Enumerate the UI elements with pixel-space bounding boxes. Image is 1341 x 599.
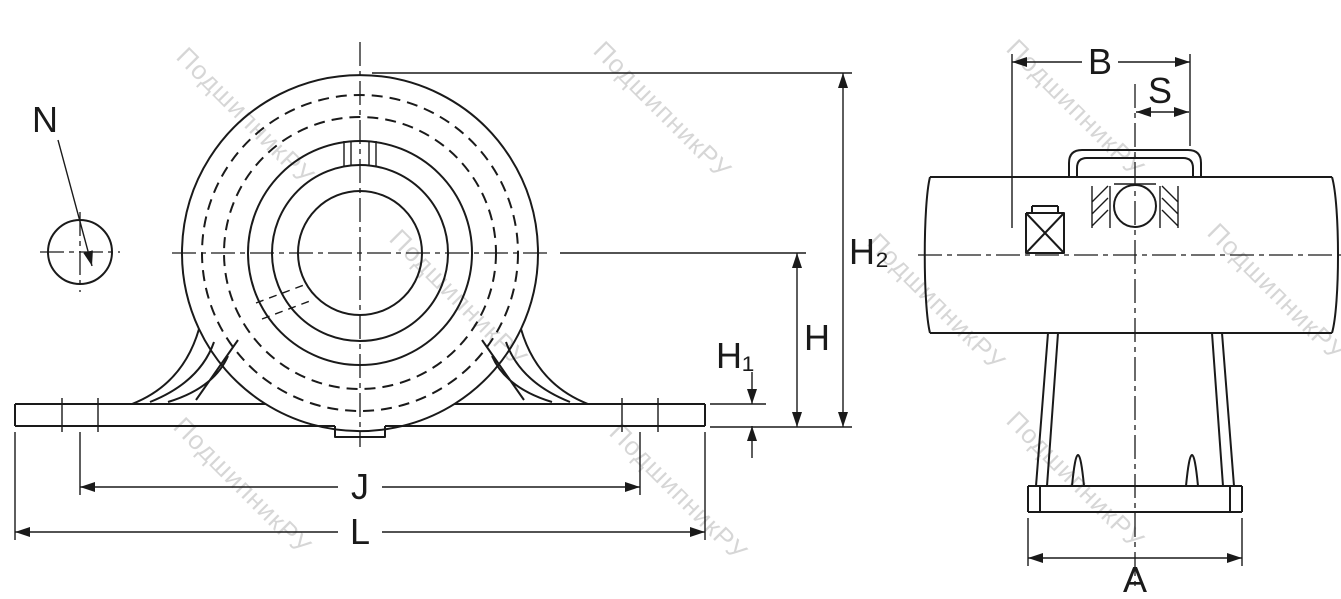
side-centerlines bbox=[918, 84, 1341, 590]
watermark-text: ПодшипникРУ bbox=[1001, 405, 1151, 555]
dimensions: H₂ H H₁ J L B S A bbox=[14, 41, 1243, 599]
bolt-hole-lines bbox=[61, 398, 659, 432]
front-view: N bbox=[14, 42, 706, 447]
bearing-races-hatching bbox=[1091, 183, 1179, 228]
bolt-hole-detail: N bbox=[32, 99, 120, 292]
dim-label-l: L bbox=[350, 511, 370, 552]
bore-circle bbox=[297, 190, 423, 316]
watermark-text: ПодшипникРУ bbox=[588, 35, 738, 185]
stamped-slots bbox=[1071, 454, 1199, 487]
n-leader-line bbox=[57, 139, 93, 267]
housing-cap-outline bbox=[1068, 149, 1202, 178]
watermark-text: ПодшипникРУ bbox=[168, 411, 318, 561]
bearing-outer-circle bbox=[247, 140, 473, 366]
watermark-text: ПодшипникРУ bbox=[1001, 33, 1151, 183]
inner-ring-circle bbox=[271, 164, 449, 342]
dim-label-s: S bbox=[1148, 70, 1172, 111]
shaft-outline bbox=[923, 176, 1339, 334]
dim-label-n: N bbox=[32, 99, 58, 140]
dim-label-h: H bbox=[804, 317, 830, 358]
hidden-housing-circle-outer bbox=[201, 94, 519, 412]
dim-label-a: A bbox=[1123, 559, 1147, 599]
pedestal-sides bbox=[1035, 332, 1235, 487]
base-plate bbox=[1027, 485, 1243, 513]
front-centerlines bbox=[172, 42, 548, 447]
dim-label-b: B bbox=[1088, 41, 1112, 82]
dim-label-h2: H₂ bbox=[849, 231, 889, 272]
dim-label-h1: H₁ bbox=[716, 335, 754, 376]
hidden-housing-circle-inner bbox=[223, 116, 497, 390]
housing-flares bbox=[131, 328, 589, 405]
ball-tick-marks bbox=[343, 141, 377, 166]
bore-hidden-lines bbox=[255, 284, 311, 320]
bearing-ball bbox=[1113, 184, 1157, 228]
side-extension-lines bbox=[1011, 54, 1243, 566]
detail-crosshair bbox=[40, 212, 120, 292]
set-screw-collar bbox=[1025, 205, 1065, 254]
front-extension-lines bbox=[14, 72, 852, 540]
side-view bbox=[918, 84, 1341, 590]
housing-dome-outline bbox=[181, 74, 539, 433]
watermark-text: ПодшипникРУ bbox=[604, 417, 754, 567]
base-outline bbox=[14, 403, 706, 438]
dim-label-j: J bbox=[351, 466, 369, 507]
